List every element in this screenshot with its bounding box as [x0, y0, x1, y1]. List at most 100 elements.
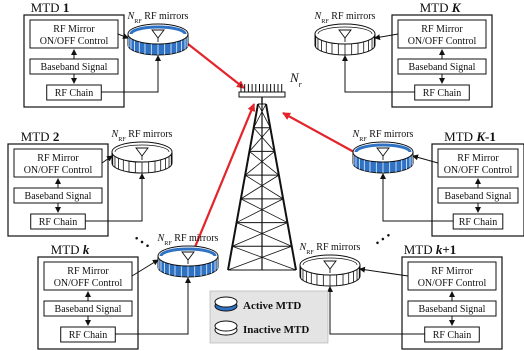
mtd-title: MTD 1	[31, 0, 70, 15]
ellipsis-left: • • •	[131, 233, 152, 253]
control-arrow	[374, 33, 399, 41]
legend-active-label: Active MTD	[243, 300, 301, 312]
baseband-signal-label: Baseband Signal	[419, 304, 486, 315]
tower-brace	[249, 151, 280, 176]
rf-chain-label: RF Chain	[433, 330, 472, 341]
tower-brace	[232, 245, 297, 271]
rf-mirror-label: RF Mirror	[421, 24, 463, 35]
antenna-icon	[376, 147, 390, 157]
antenna-icon	[323, 260, 337, 270]
control-arrow	[412, 154, 439, 164]
rf-mirror-control-label: ON/OFF Control	[418, 278, 487, 289]
tower-brace	[244, 151, 275, 176]
ring-inner	[302, 257, 358, 266]
rf-mirror-label: RF Mirror	[37, 153, 79, 164]
control-arrow	[131, 259, 159, 277]
inactive-mirror-ring	[299, 254, 361, 287]
rf-chain-label: RF Chain	[69, 330, 108, 341]
rf-mirror-control-label: ON/OFF Control	[40, 36, 109, 47]
ring-inner	[317, 26, 373, 35]
tower-brace	[240, 198, 288, 223]
ring-inner	[114, 144, 170, 153]
tower-brace	[253, 127, 275, 152]
rf-mirror-control-label: ON/OFF Control	[444, 165, 513, 176]
signal-arrow	[186, 103, 256, 265]
rf-mirror-control-box	[397, 19, 487, 49]
antenna-array-base	[238, 91, 286, 98]
active-mirror-ring	[127, 23, 189, 56]
legend-inactive-label: Inactive MTD	[243, 324, 309, 336]
rf-chain-label: RF Chain	[55, 88, 94, 99]
feed-arrow	[342, 55, 415, 93]
ellipsis-right: • • •	[373, 230, 394, 250]
rf-chain-label: RF Chain	[39, 217, 78, 228]
tower-brace	[253, 103, 267, 128]
rf-mirror-label: RF Mirror	[53, 24, 95, 35]
tower-brace	[244, 174, 284, 200]
mirrors-label: NRF RF mirrors	[157, 233, 219, 247]
rf-mirror-control-label: ON/OFF Control	[54, 278, 123, 289]
mtd-title: MTD k+1	[404, 242, 457, 257]
tower-brace	[232, 222, 288, 247]
tower-brace	[227, 245, 292, 271]
rf-mirror-label: RF Mirror	[431, 266, 473, 277]
rf-mirror-label: RF Mirror	[67, 266, 109, 277]
control-arrow	[117, 33, 129, 39]
feed-arrow	[380, 173, 454, 222]
ring-inner	[159, 247, 217, 257]
mtd-title: MTD 2	[21, 129, 60, 144]
inactive-mirror-ring	[314, 23, 376, 56]
mirrors-label: NRF RF mirrors	[111, 129, 173, 143]
base-station-label: Nr	[289, 70, 303, 89]
legend-ring-top	[214, 320, 238, 332]
mtd-title: MTD K-1	[444, 129, 496, 144]
tower-brace	[257, 103, 271, 128]
tower-brace	[240, 174, 280, 200]
rf-mirror-label: RF Mirror	[457, 153, 499, 164]
tower-leg-right	[265, 103, 297, 271]
baseband-signal-label: Baseband Signal	[41, 62, 108, 73]
ring-inner	[354, 143, 412, 153]
antenna-icon	[151, 29, 165, 39]
antenna-icon	[135, 147, 149, 157]
mirrors-label: NRF RF mirrors	[127, 11, 189, 25]
feed-arrow	[101, 55, 161, 93]
tower-brace	[236, 198, 284, 223]
active-mirror-ring	[352, 141, 414, 174]
rf-mirror-control-label: ON/OFF Control	[408, 36, 477, 47]
inactive-mirror-ring	[111, 141, 173, 174]
feed-arrow	[327, 286, 425, 335]
active-mirror-ring	[157, 245, 219, 278]
mtd-title: MTD K	[420, 0, 462, 15]
feed-arrow	[115, 277, 191, 335]
baseband-signal-label: Baseband Signal	[409, 62, 476, 73]
rf-mirror-control-label: ON/OFF Control	[24, 165, 93, 176]
legend-ring-top	[214, 296, 238, 308]
rf-mirror-control-box	[437, 148, 519, 178]
mirrors-label: NRF RF mirrors	[314, 11, 376, 25]
baseband-signal-label: Baseband Signal	[25, 191, 92, 202]
tower-brace	[236, 222, 292, 247]
rf-chain-label: RF Chain	[423, 88, 462, 99]
rf-mirror-control-box	[13, 148, 103, 178]
feed-arrow	[85, 173, 145, 222]
legend: Active MTD Inactive MTD	[209, 290, 329, 344]
base-station-tower: Nr	[227, 70, 303, 271]
mtd-title: MTD k	[51, 242, 90, 257]
mirrors-label: NRF RF mirrors	[299, 242, 361, 256]
baseband-signal-label: Baseband Signal	[55, 304, 122, 315]
control-arrow	[359, 266, 409, 277]
rf-mirror-control-box	[407, 261, 497, 291]
tower-leg-left	[227, 103, 259, 271]
tower-brace	[249, 127, 271, 152]
control-arrow	[101, 155, 113, 164]
signal-arrow	[282, 112, 355, 153]
mirrors-label: NRF RF mirrors	[352, 129, 414, 143]
